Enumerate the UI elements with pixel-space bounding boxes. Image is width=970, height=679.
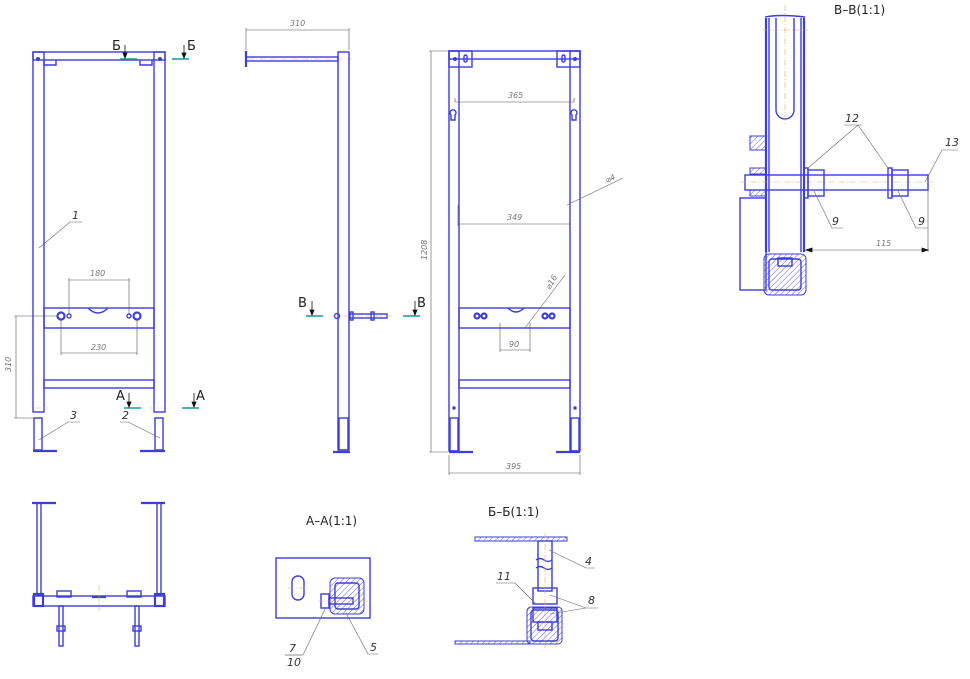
rear-top-rail: [448, 50, 581, 60]
section-bb-base-plate: [454, 640, 531, 645]
section-vv-title: В–В(1:1): [834, 3, 885, 17]
front-lower-bar: [43, 379, 155, 389]
dim-115: 115: [876, 239, 891, 248]
front-hole-left-outer: [56, 311, 66, 321]
part-label-9-right: 9: [918, 215, 925, 228]
front-right-leg: [154, 417, 164, 451]
dim-349: 349: [507, 213, 522, 222]
front-crossbar: [43, 307, 155, 329]
rear-crossbar: [458, 307, 571, 329]
dim-180: 180: [90, 269, 105, 278]
front-top-bolt-right: [158, 57, 162, 61]
dim-310-side: 310: [290, 19, 305, 28]
front-hole-left-inner: [66, 313, 72, 319]
section-aa-profile: [329, 577, 365, 615]
side-view: 310 В В: [244, 19, 426, 454]
dim-90: 90: [509, 340, 519, 349]
section-vv-rod: [744, 174, 929, 191]
part-label-10: 10: [287, 656, 301, 669]
section-aa: А–А(1:1) 7 10 5: [275, 514, 378, 669]
dim-1208: 1208: [420, 240, 429, 260]
part-label-7: 7: [289, 642, 296, 655]
section-bb-profile: [526, 606, 563, 645]
front-crossbar-notch: [87, 307, 109, 314]
section-vv-nut-right: [891, 169, 909, 197]
part-label-13: 13: [945, 136, 959, 149]
section-vv-side-plate: [739, 197, 767, 291]
dim-395: 395: [506, 462, 521, 471]
section-bb: Б–Б(1:1) 4 11 8: [454, 505, 598, 648]
dim-diameter-16: ⌀16: [544, 274, 559, 291]
rear-view: 365 349 1208 395 90 ⌀16 ⌀4: [420, 50, 624, 475]
part-label-11: 11: [497, 570, 511, 583]
front-right-upright: [153, 51, 166, 413]
part-label-1: 1: [72, 209, 79, 222]
part-label-8: 8: [588, 594, 595, 607]
front-left-leg: [33, 417, 43, 451]
section-vv-bottom-profile: [763, 253, 807, 296]
part-label-4: 4: [585, 555, 592, 568]
dim-230: 230: [91, 343, 106, 352]
dim-diameter-4: ⌀4: [604, 172, 617, 184]
front-hole-right-outer: [132, 311, 142, 321]
section-vv: В–В(1:1) 115 12 13 9: [739, 3, 959, 296]
front-hole-right-inner: [126, 313, 132, 319]
side-upright: [337, 51, 350, 451]
section-bb-title: Б–Б(1:1): [488, 505, 539, 519]
front-view: 180 230 310 Б Б А А 1 2 3: [4, 39, 205, 453]
part-label-9-left: 9: [832, 215, 839, 228]
front-top-bolt-left: [36, 57, 40, 61]
rear-lower-bar: [458, 379, 571, 389]
part-label-2: 2: [122, 409, 129, 422]
part-label-3: 3: [70, 409, 77, 422]
section-label-b-left: Б: [112, 39, 121, 54]
part-label-12: 12: [845, 112, 859, 125]
front-top-rail: [32, 51, 166, 61]
top-view: [32, 501, 166, 647]
dim-365: 365: [508, 91, 523, 100]
section-label-a-left: А: [116, 389, 125, 404]
section-label-v-left: В: [298, 296, 307, 311]
side-leg: [338, 417, 349, 451]
section-bb-top-plate: [474, 536, 568, 542]
section-label-v-right: В: [417, 296, 426, 311]
dim-310-front: 310: [4, 357, 13, 372]
section-aa-title: А–А(1:1): [306, 514, 357, 528]
part-label-5: 5: [370, 641, 377, 654]
section-label-b-right: Б: [187, 39, 196, 54]
section-vv-nut-left: [807, 169, 825, 197]
front-left-upright: [32, 51, 45, 413]
front-top-brackets: [43, 60, 153, 66]
section-aa-plate: [275, 557, 371, 619]
section-label-a-right: А: [196, 389, 205, 404]
rear-keyhole-slots: [449, 109, 578, 121]
